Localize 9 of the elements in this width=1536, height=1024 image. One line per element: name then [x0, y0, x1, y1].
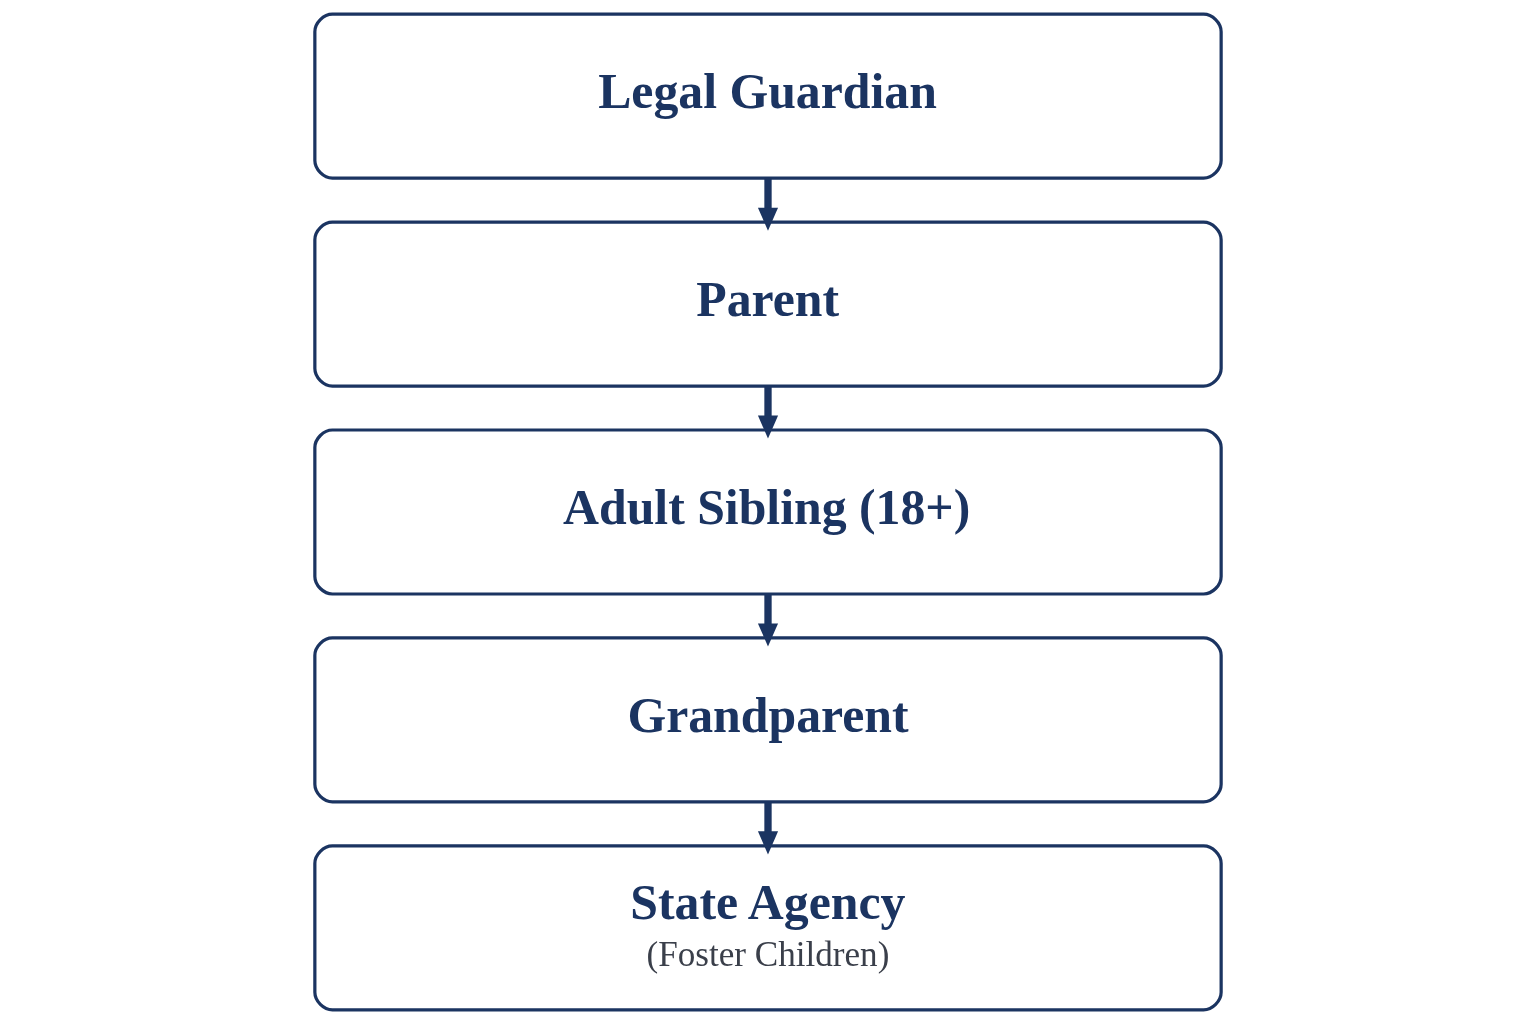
- node-box: State Agency (Foster Children): [313, 844, 1223, 1012]
- arrow: [757, 594, 779, 647]
- node-box: Grandparent: [313, 636, 1223, 804]
- node-box: Parent: [313, 220, 1223, 388]
- node-box: Legal Guardian: [313, 12, 1223, 180]
- arrow: [757, 178, 779, 231]
- node-box: Adult Sibling (18+): [313, 428, 1223, 596]
- arrow: [757, 386, 779, 439]
- arrow: [757, 802, 779, 855]
